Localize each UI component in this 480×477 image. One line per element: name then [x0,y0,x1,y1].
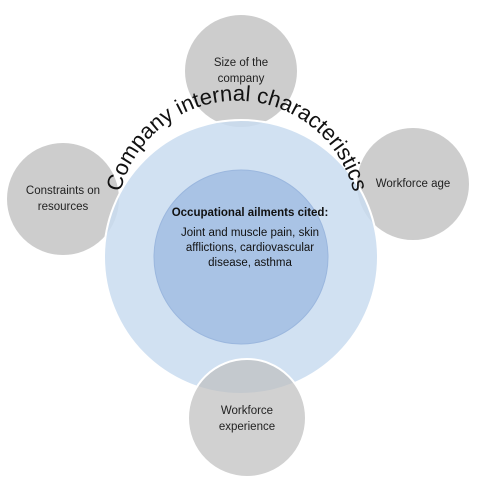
satellite-label-bottom: Workforce experience [218,405,276,433]
satellite-label-left: Constraints on resources [25,185,101,213]
inner-body: Joint and muscle pain, skin afflictions,… [180,227,320,269]
inner-heading: Occupational ailments cited: [171,207,329,219]
satellite-label-top: Size of the company [213,57,269,85]
inner-circle [153,169,329,345]
inner-circle-content: Occupational ailments cited: Joint and m… [164,206,336,271]
satellite-label-right: Workforce age [375,178,451,190]
satellite-circle-bottom [187,358,307,477]
